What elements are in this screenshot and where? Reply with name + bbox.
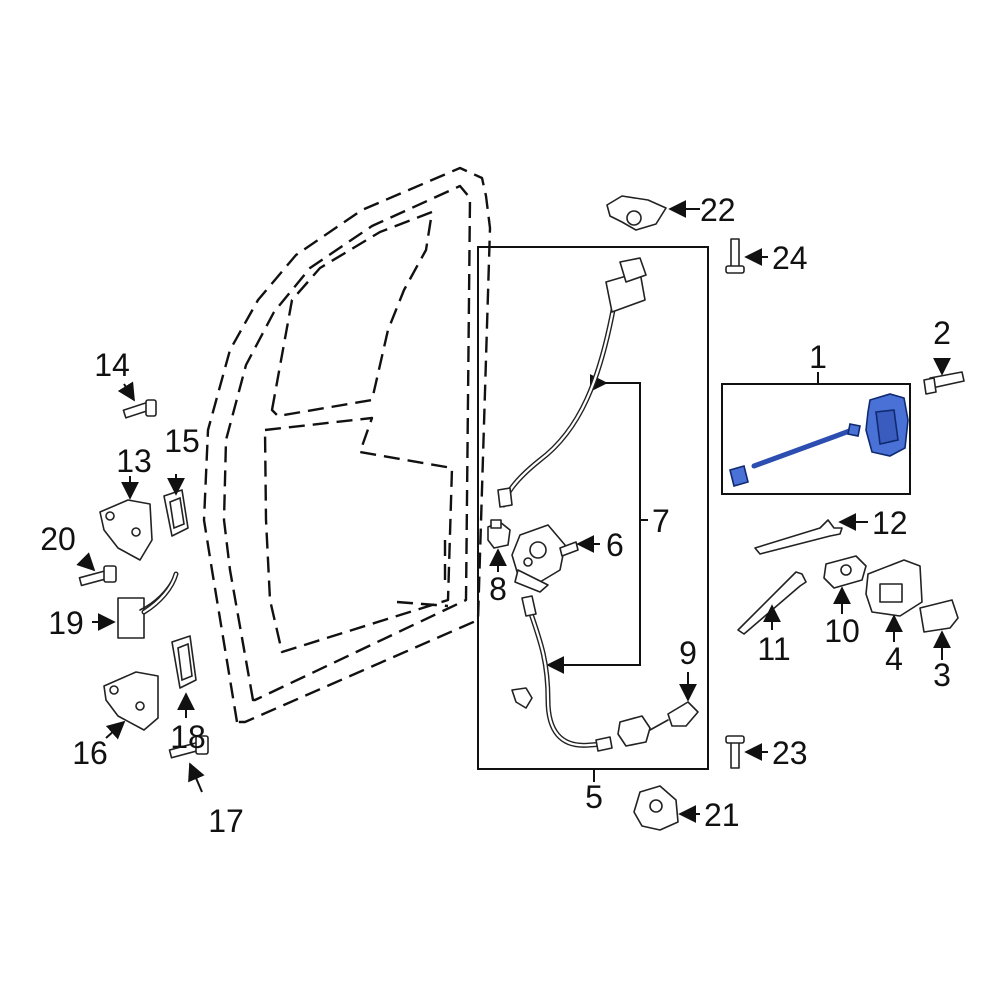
shim-15 [163, 489, 189, 537]
callout-7: 7 [652, 503, 670, 539]
callout-13: 13 [116, 443, 152, 479]
callout-19: 19 [48, 605, 84, 641]
bracket-10 [823, 555, 867, 589]
bolt-24 [725, 238, 745, 274]
handle-housing-4 [865, 559, 923, 617]
callout-16: 16 [72, 735, 108, 771]
callout-12: 12 [872, 505, 908, 541]
callout-8: 8 [489, 571, 507, 607]
callout-10: 10 [824, 613, 860, 649]
callout-9: 9 [679, 635, 697, 671]
cover-3 [919, 599, 959, 633]
door-switch [487, 519, 511, 549]
outside-handle-highlighted [729, 393, 909, 487]
callout-24: 24 [772, 240, 808, 276]
door-check-19 [117, 571, 179, 639]
callout-18: 18 [170, 719, 206, 755]
callout-6: 6 [606, 527, 624, 563]
callout-5: 5 [585, 779, 603, 815]
latch-assembly-box [477, 246, 709, 770]
lock-actuator [617, 701, 699, 747]
bolt-14 [122, 399, 157, 419]
callout-4: 4 [885, 641, 903, 677]
callout-2: 2 [933, 315, 951, 351]
upper-hinge-13 [99, 499, 153, 561]
callout-23: 23 [772, 735, 808, 771]
callout-20: 20 [40, 521, 76, 557]
callout-15: 15 [164, 423, 200, 459]
callout-17: 17 [208, 803, 244, 839]
bolt-20 [78, 565, 117, 587]
door-outline [202, 166, 492, 724]
shim-18 [171, 635, 197, 689]
rod-11 [737, 571, 807, 635]
callout-21: 21 [704, 797, 740, 833]
door-latch [511, 524, 579, 593]
outside-handle-box [721, 383, 911, 495]
bolt-17 [168, 735, 209, 759]
rod-12 [754, 519, 843, 555]
cable-clip [511, 687, 533, 709]
leader-lines [76, 200, 951, 823]
callout-1: 1 [809, 339, 827, 375]
lower-hinge-16 [103, 671, 159, 731]
callout-labels: 1 2 3 4 5 6 7 8 9 10 11 12 13 14 15 16 1… [40, 192, 951, 839]
bolt-23 [725, 735, 745, 769]
upper-release-cable [497, 257, 647, 508]
callout-14: 14 [94, 347, 130, 383]
pin-2 [923, 371, 965, 395]
cable-bracket-7 [550, 382, 641, 666]
callout-3: 3 [933, 657, 951, 693]
lower-release-cable [521, 595, 613, 752]
callout-11: 11 [757, 631, 790, 667]
callout-22: 22 [700, 192, 736, 228]
